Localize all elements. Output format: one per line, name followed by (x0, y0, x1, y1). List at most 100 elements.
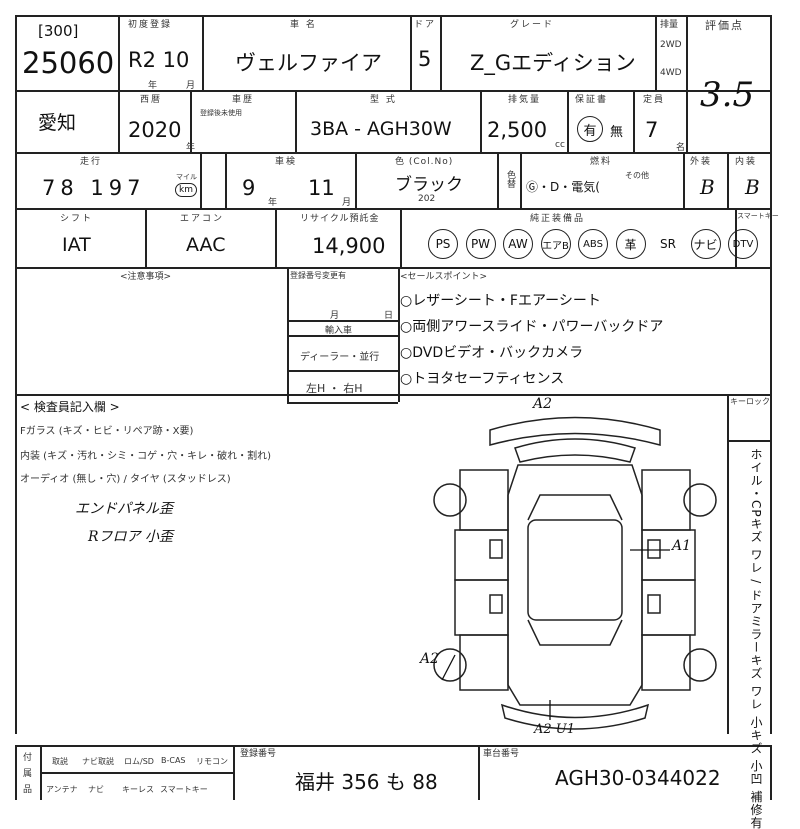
first-reg-label: 初度登録 (128, 20, 173, 30)
chassis-label: 車台番号 (483, 749, 520, 759)
handwritten-note-2: Rフロア 小歪 (88, 529, 173, 545)
r1-v1 (118, 15, 120, 152)
month-label: 月 (330, 311, 340, 321)
shift-label: シフト (60, 214, 94, 224)
fuel-other: その他 (625, 171, 649, 180)
inspection-unit-month: 月 (342, 198, 352, 208)
insp-divider (727, 394, 729, 734)
insp-right (770, 394, 772, 734)
r1-v3 (410, 15, 412, 90)
ac: AAC (186, 234, 226, 256)
day-label: 日 (384, 311, 394, 321)
r4-v3 (400, 208, 402, 267)
keylock-label: キーロック (730, 397, 770, 406)
frame-right (770, 15, 772, 395)
inspection-unit-year: 年 (268, 198, 278, 208)
owner-change-label: 登録番号変更有 (290, 271, 346, 280)
cc-unit: cc (555, 140, 565, 150)
year-unit: 年 (186, 143, 196, 153)
footer-item-5: リモコン (196, 757, 228, 766)
equipment-item: 革 (615, 229, 646, 259)
first-reg-value: R2 10 (128, 48, 190, 72)
inspector-title: < 検査員記入欄 > (20, 400, 120, 414)
insp-left (15, 394, 17, 734)
equipment-item: AW (503, 229, 533, 259)
footer-item-4: B-CAS (161, 756, 186, 765)
r1-v5 (655, 15, 657, 90)
footer-mid (40, 772, 233, 774)
seats: 7 (645, 118, 659, 142)
inspector-line-3: オーディオ (無し・穴) / タイヤ (スタッドレス) (20, 474, 231, 485)
footer-item-9: スマートキー (160, 785, 208, 794)
mileage-alt: マイル (176, 173, 197, 181)
footer-item-2: ナビ取説 (82, 757, 114, 766)
seats-label: 定員 (643, 95, 666, 105)
cc: 2,500 (487, 118, 548, 142)
ac-label: エアコン (180, 214, 225, 224)
sales-point-2: ○両側アワースライド・パワーバックドア (400, 319, 664, 335)
notes-h2 (287, 335, 398, 337)
r3-v4 (497, 152, 499, 208)
r2-v3 (480, 90, 482, 152)
row-sep-2 (15, 152, 770, 154)
car-name-label: 車 名 (290, 20, 317, 30)
right-vertical-notes: ホイル・CPキズ ワレ / ドアミラーキズ ワレ 小キズ 小凹 補修有 (749, 448, 763, 829)
first-reg-unit-month: 月 (186, 81, 196, 91)
keyless-label: スマートキー (737, 212, 779, 220)
footer-label-1: 付 (23, 753, 33, 763)
drive-label: 排量 (660, 20, 679, 30)
r4-v1 (145, 208, 147, 267)
r4-v2 (275, 208, 277, 267)
recycle: 14,900 (312, 234, 386, 258)
footer-label-3: 品 (23, 785, 33, 795)
door-label: ドア (414, 20, 437, 30)
footer-right (770, 745, 772, 800)
inspection-year: 9 (242, 176, 256, 200)
footer-v3 (478, 745, 480, 800)
r2-v1 (190, 90, 192, 152)
mileage-unit: km (175, 183, 197, 197)
row-sep-4 (15, 267, 770, 269)
grade-label: グレード (510, 20, 555, 30)
r1-v2 (202, 15, 204, 90)
inspection-label: 車検 (275, 157, 298, 167)
mileage: 78 197 (42, 176, 146, 200)
footer-top (15, 745, 770, 747)
sales-point-3: ○DVDビデオ・バックカメラ (400, 345, 584, 361)
color: ブラック (395, 175, 463, 195)
equipment-item: PW (465, 229, 496, 259)
footer-item-1: 取説 (52, 757, 68, 766)
region: 愛知 (38, 112, 77, 134)
damage-a2u1: A2 U1 (534, 722, 576, 737)
equipment-item: SR (660, 237, 676, 251)
model: 3BA - AGH30W (310, 118, 452, 140)
damage-a2-left: A2 (420, 651, 440, 667)
notes-h3 (287, 370, 398, 372)
r2-v5 (633, 90, 635, 152)
footer-item-7: ナビ (88, 785, 104, 794)
frame-top (15, 15, 770, 17)
keylock-box (727, 440, 770, 442)
sales-point-4: ○トヨタセーフティセンス (400, 371, 565, 387)
plate-label: 登録番号 (240, 749, 277, 759)
color-label: 色 (Col.No) (395, 157, 454, 167)
color-code: 202 (418, 194, 436, 204)
fuel-label: 燃料 (590, 157, 613, 167)
footer-label-2: 属 (23, 769, 33, 779)
r3-v3 (355, 152, 357, 208)
frame-left (15, 15, 17, 395)
warranty-no: 無 (610, 125, 624, 140)
row-sep-3 (15, 208, 770, 210)
r3-v6 (683, 152, 685, 208)
steering-label: 左H ・ 右H (306, 382, 363, 395)
inspector-line-2: 内装 (キズ・汚れ・シミ・コゲ・穴・キレ・破れ・割れ) (20, 451, 271, 462)
sales-point-1: ○レザーシート・Fエアーシート (400, 293, 601, 309)
interior: B (745, 175, 760, 199)
exterior: B (700, 175, 715, 199)
footer-left (15, 745, 17, 800)
regno-sub: 登録後未使用 (200, 109, 242, 117)
caution-label: <注意事項> (120, 272, 172, 282)
equipment-item: ナビ (690, 229, 721, 259)
r3-v1 (200, 152, 202, 208)
equipment-item: DTV (728, 229, 758, 259)
